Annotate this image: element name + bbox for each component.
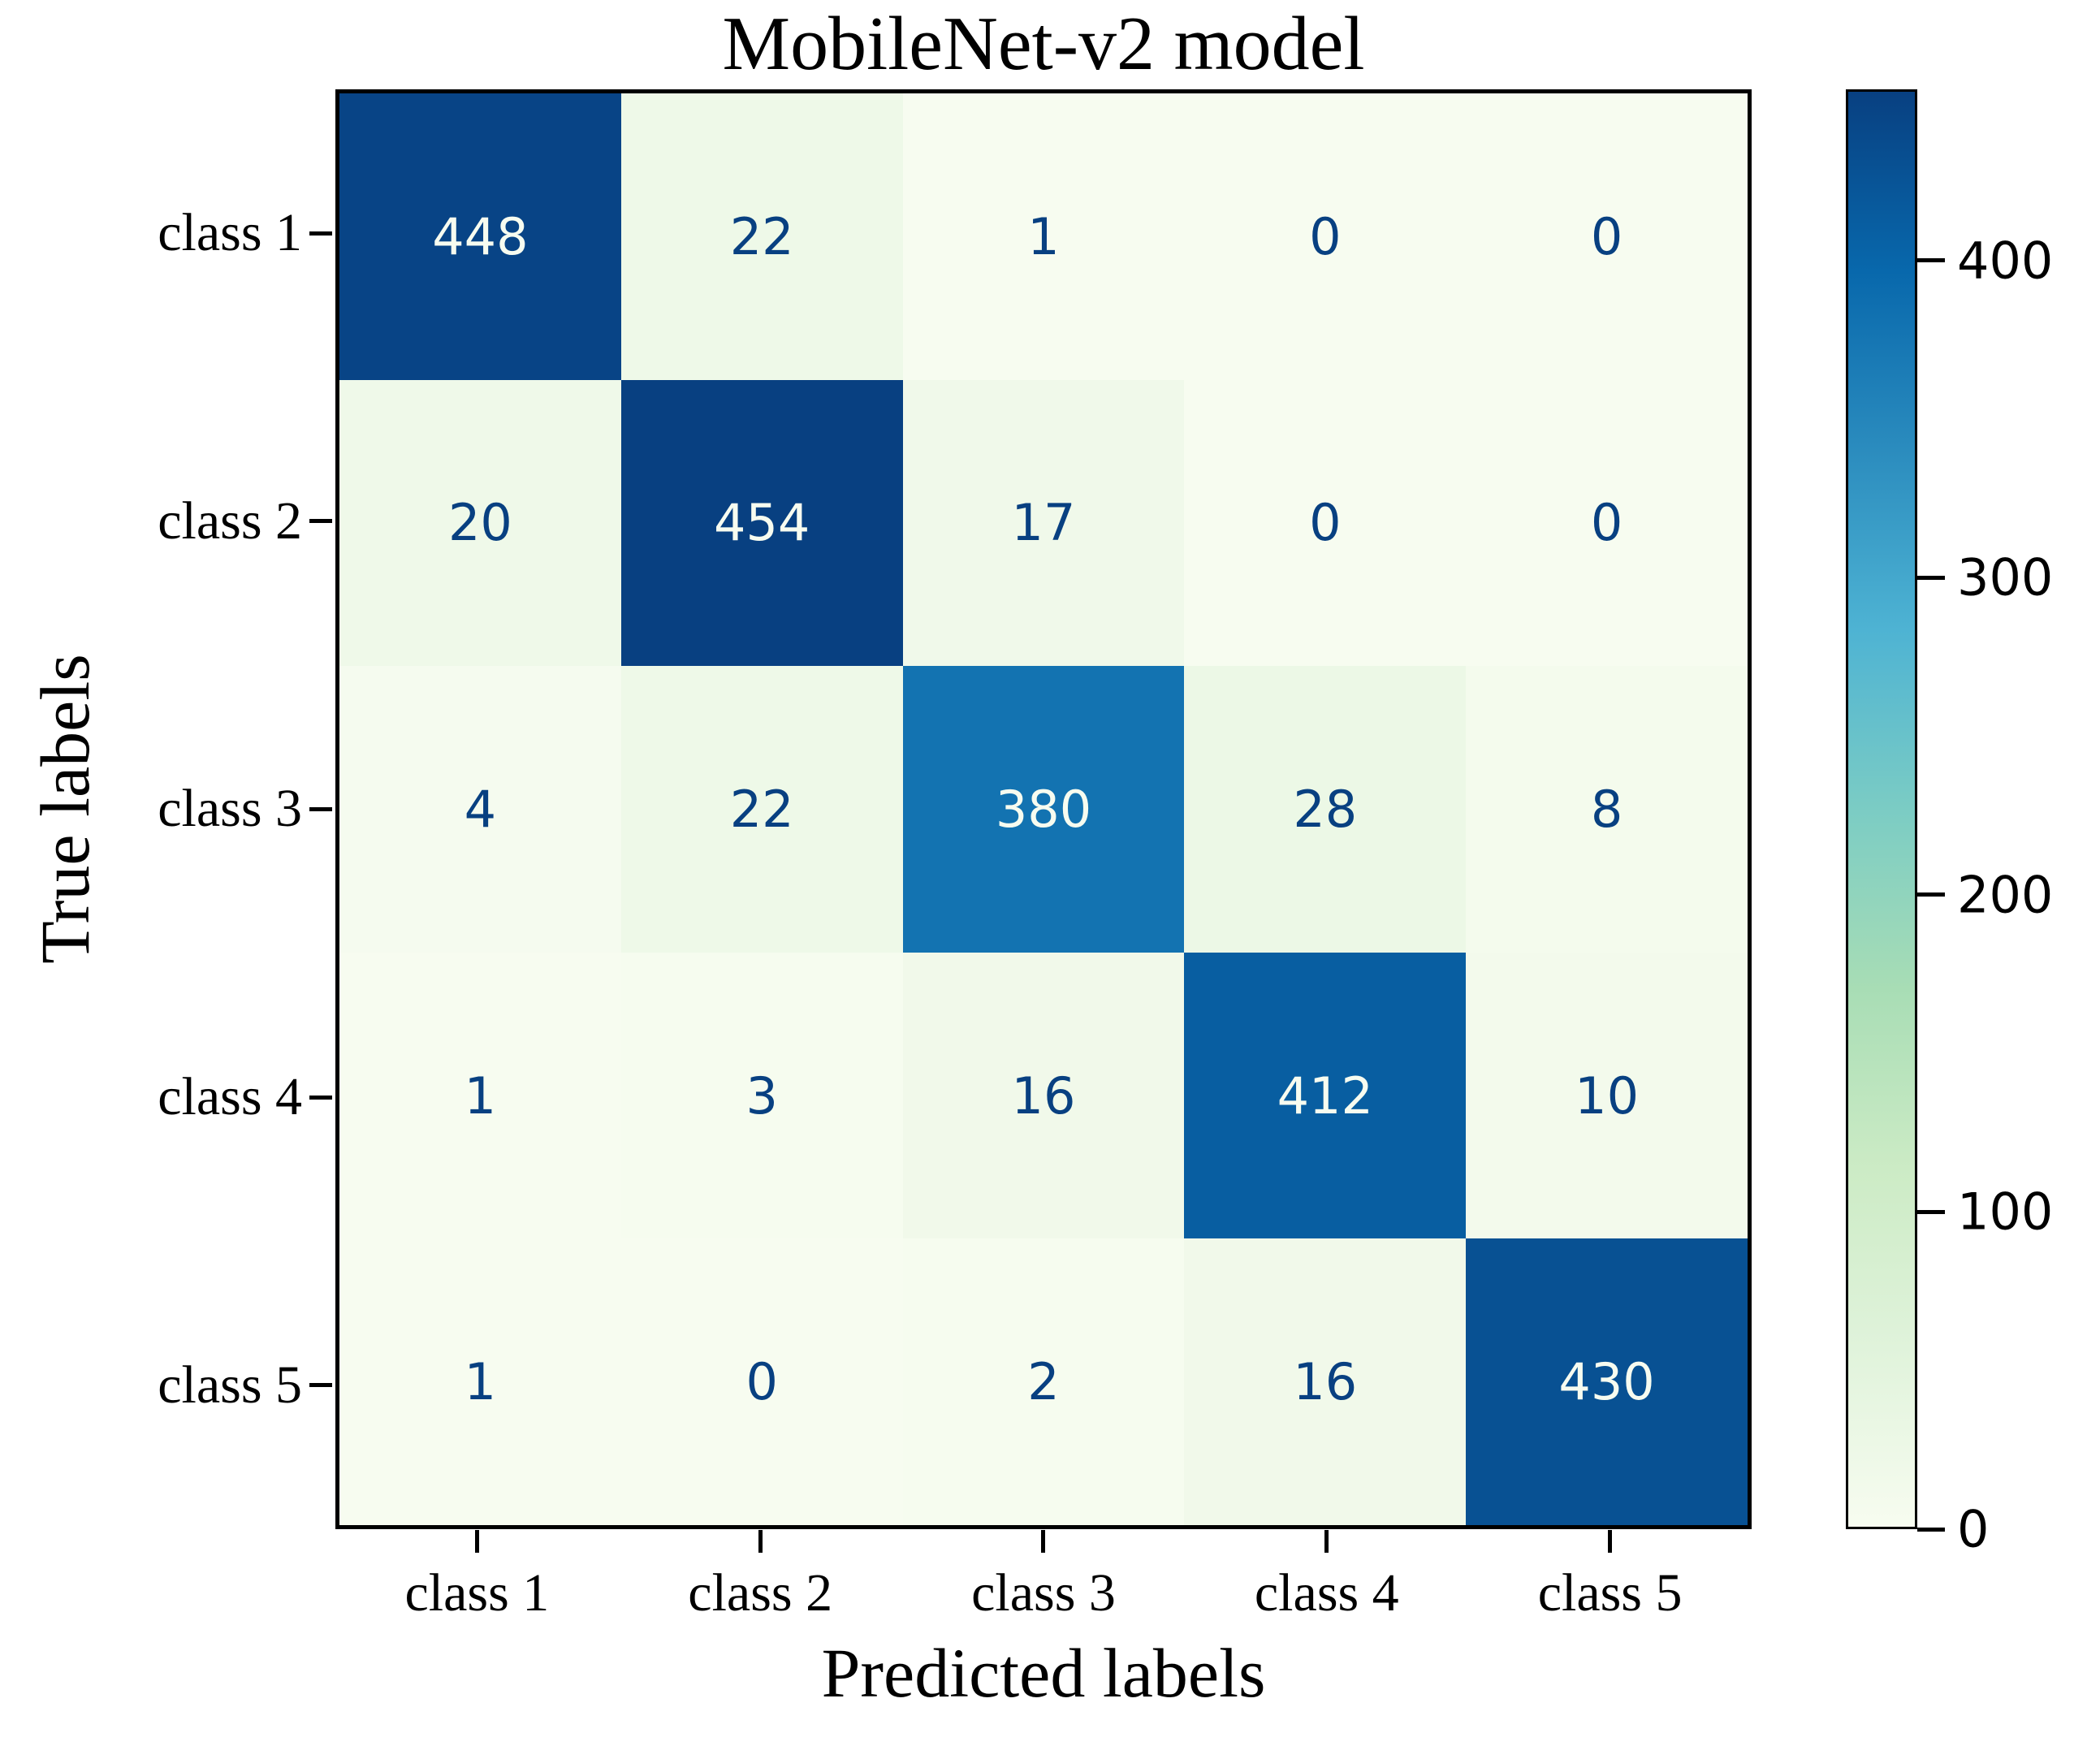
matrix-cell-r2-c5: 0 <box>1466 379 1748 667</box>
y-tick-label-2: class 2 <box>158 491 302 551</box>
colorbar-tick-label-0: 0 <box>1957 1499 1990 1559</box>
colorbar <box>1846 89 1917 1529</box>
matrix-cell-r1-c5: 0 <box>1466 93 1748 380</box>
y-tick-label-3: class 3 <box>158 779 302 839</box>
matrix-cell-r5-c3: 2 <box>902 1238 1185 1525</box>
colorbar-tick-mark-0 <box>1917 1527 1945 1532</box>
matrix-cell-r2-c1: 20 <box>339 379 621 667</box>
colorbar-tick-label-300: 300 <box>1957 547 2054 607</box>
x-tick-label-1: class 1 <box>404 1563 550 1623</box>
y-axis-tick-labels: class 1 class 2 class 3 class 4 class 5 <box>0 89 302 1529</box>
matrix-cell-r4-c4: 412 <box>1184 952 1467 1239</box>
matrix-cell-r3-c3: 380 <box>902 666 1185 953</box>
matrix-cell-r4-c3: 16 <box>902 952 1185 1239</box>
colorbar-tick-label-400: 400 <box>1957 231 2054 291</box>
y-tick-mark-2 <box>309 519 332 524</box>
matrix-cell-r4-c1: 1 <box>339 952 621 1239</box>
matrix-cell-r4-c5: 10 <box>1466 952 1748 1239</box>
matrix-cell-r2-c3: 17 <box>902 379 1185 667</box>
y-tick-mark-4 <box>309 1095 332 1100</box>
colorbar-tick-mark-400 <box>1917 258 1945 263</box>
x-tick-mark-1 <box>474 1530 479 1553</box>
matrix-cell-r1-c1: 448 <box>339 93 621 380</box>
colorbar-tick-mark-300 <box>1917 575 1945 580</box>
matrix-cell-r1-c4: 0 <box>1184 93 1467 380</box>
x-tick-mark-5 <box>1608 1530 1613 1553</box>
colorbar-tick-mark-100 <box>1917 1209 1945 1214</box>
matrix-cell-r5-c4: 16 <box>1184 1238 1467 1525</box>
x-tick-label-3: class 3 <box>971 1563 1116 1623</box>
matrix-cell-r1-c2: 22 <box>620 93 903 380</box>
matrix-cell-r2-c2: 454 <box>620 379 903 667</box>
matrix-cell-r5-c2: 0 <box>620 1238 903 1525</box>
matrix-cell-r1-c3: 1 <box>902 93 1185 380</box>
chart-title: MobileNet-v2 model <box>722 2 1365 86</box>
y-axis-tick-marks <box>309 89 332 1529</box>
x-tick-mark-3 <box>1041 1530 1046 1553</box>
matrix-cell-r5-c5: 430 <box>1466 1238 1748 1525</box>
colorbar-tick-mark-200 <box>1917 892 1945 897</box>
x-tick-label-2: class 2 <box>688 1563 833 1623</box>
matrix-cell-r4-c2: 3 <box>620 952 903 1239</box>
y-tick-label-4: class 4 <box>158 1067 302 1127</box>
y-tick-mark-3 <box>309 806 332 811</box>
x-tick-mark-4 <box>1324 1530 1329 1553</box>
y-tick-mark-5 <box>309 1383 332 1388</box>
matrix-cell-r2-c4: 0 <box>1184 379 1467 667</box>
y-tick-mark-1 <box>309 231 332 236</box>
y-tick-label-1: class 1 <box>158 203 302 263</box>
x-tick-mark-2 <box>758 1530 763 1553</box>
colorbar-tick-label-100: 100 <box>1957 1182 2054 1242</box>
x-axis-label: Predicted labels <box>821 1634 1266 1712</box>
matrix-cell-r5-c1: 1 <box>339 1238 621 1525</box>
x-tick-label-4: class 4 <box>1254 1563 1399 1623</box>
matrix-cell-r3-c1: 4 <box>339 666 621 953</box>
matrix-cell-r3-c5: 8 <box>1466 666 1748 953</box>
x-axis-tick-marks <box>335 1530 1752 1553</box>
y-tick-label-5: class 5 <box>158 1355 302 1415</box>
x-tick-label-5: class 5 <box>1537 1563 1683 1623</box>
colorbar-tick-label-200: 200 <box>1957 865 2054 925</box>
matrix-cell-r3-c4: 28 <box>1184 666 1467 953</box>
matrix-cell-r3-c2: 22 <box>620 666 903 953</box>
x-axis-tick-labels: class 1 class 2 class 3 class 4 class 5 <box>335 1561 1752 1626</box>
